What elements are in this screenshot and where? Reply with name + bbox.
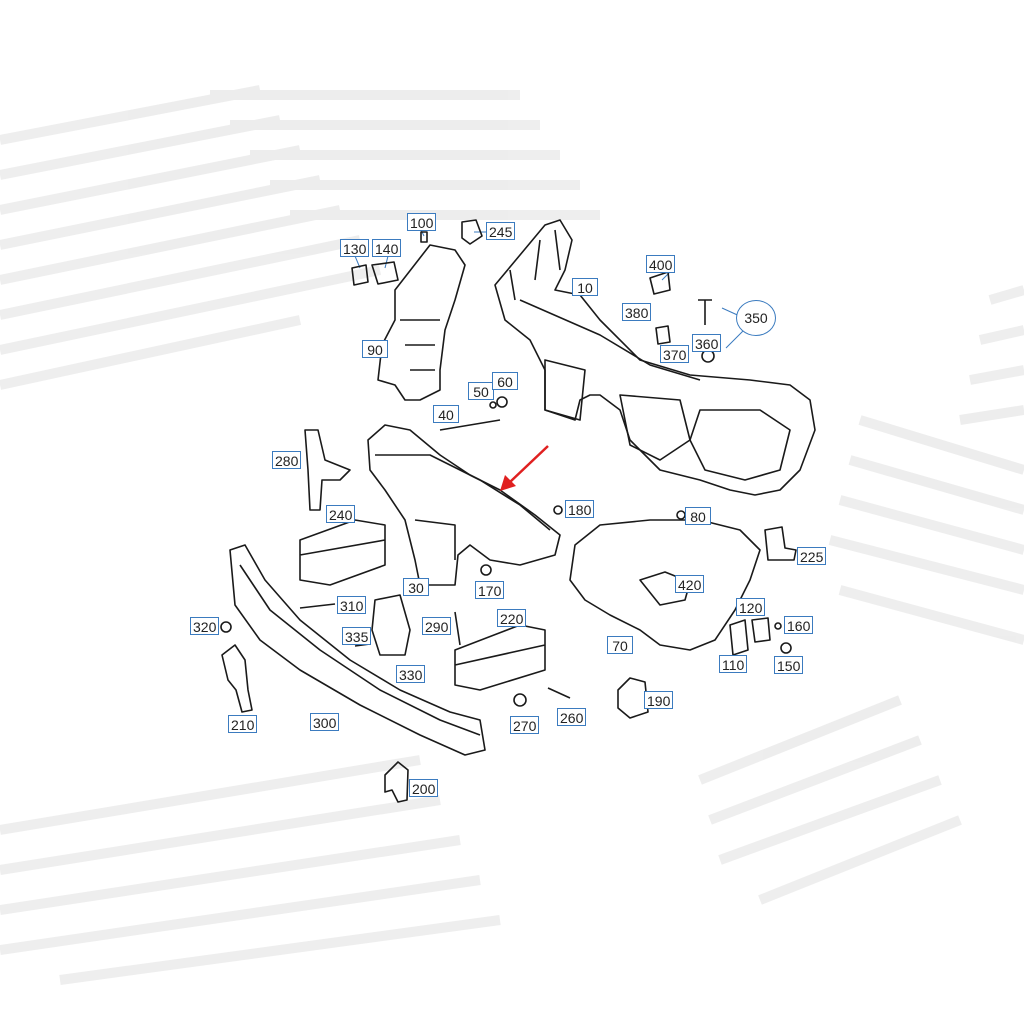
callout-150: 150 [774,656,804,674]
callout-90: 90 [362,340,388,358]
callout-225: 225 [797,547,827,565]
callout-330: 330 [396,665,426,683]
callout-245: 245 [486,222,516,240]
callout-70: 70 [607,636,633,654]
callout-320: 320 [190,617,220,635]
highlight-arrow [500,445,549,491]
callout-10: 10 [572,278,598,296]
callout-240: 240 [326,505,356,523]
callout-140: 140 [372,239,402,257]
callout-120: 120 [736,598,766,616]
callout-180: 180 [565,500,595,518]
callout-300: 300 [310,713,340,731]
callout-360: 360 [692,334,722,352]
callout-370: 370 [660,345,690,363]
callout-270: 270 [510,716,540,734]
callout-100: 100 [407,213,437,231]
callout-310: 310 [337,596,367,614]
callout-210: 210 [228,715,258,733]
callout-380: 380 [622,303,652,321]
callout-160: 160 [784,616,814,634]
callout-290: 290 [422,617,452,635]
callout-350: 350 [736,300,776,336]
callout-30: 30 [403,578,429,596]
callout-110: 110 [719,655,748,673]
callout-40: 40 [433,405,459,423]
callout-335: 335 [342,627,372,645]
callout-190: 190 [644,691,674,709]
watermark [0,85,1024,985]
callout-220: 220 [497,609,527,627]
callout-400: 400 [646,255,676,273]
callout-420: 420 [675,575,705,593]
callout-200: 200 [409,779,439,797]
callout-80: 80 [685,507,711,525]
callout-60: 60 [492,372,518,390]
callout-130: 130 [340,239,370,257]
callout-260: 260 [557,708,587,726]
leader-lines [354,227,745,349]
callout-170: 170 [475,581,505,599]
callout-280: 280 [272,451,302,469]
callout-50: 50 [468,382,494,400]
